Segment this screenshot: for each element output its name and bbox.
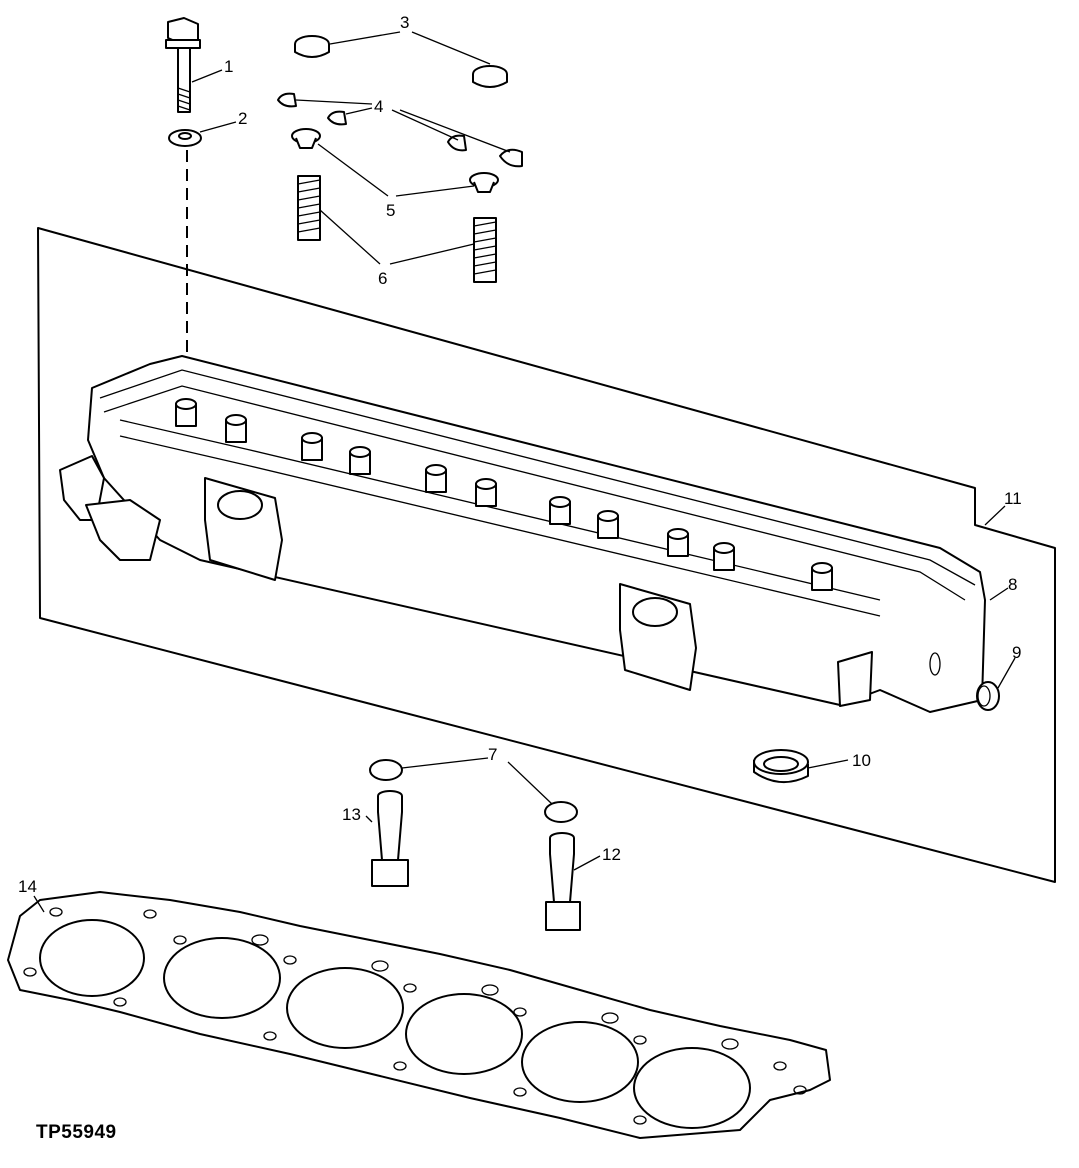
callout-5: 5: [386, 201, 395, 220]
callout-7: 7: [488, 745, 497, 764]
retainer-lock-part: [277, 92, 523, 168]
head-gasket-part: [7, 891, 831, 1139]
callout-14: 14: [18, 877, 37, 896]
callout-8: 8: [1008, 575, 1017, 594]
mounting-plane: [37, 227, 1056, 883]
callout-2: 2: [238, 109, 247, 128]
washer-part: [168, 129, 202, 147]
valve-spring-part: [297, 175, 497, 283]
cylinder-head-part: [59, 355, 986, 713]
callout-1: 1: [224, 57, 233, 76]
callout-labels: 1 2 3 4 5 6 7 8 9 10 11 12 13 14: [18, 13, 1022, 896]
seal-part: [753, 749, 809, 783]
callout-9: 9: [1012, 643, 1021, 662]
sleeve-part: [371, 790, 581, 931]
valve-cap-part: [294, 35, 508, 88]
o-ring-part: [369, 759, 578, 823]
gasket-bolt-holes: [23, 907, 807, 1125]
cap-screw-part: [165, 17, 201, 113]
callout-11: 11: [1004, 489, 1022, 508]
callout-4: 4: [374, 97, 383, 116]
callout-6: 6: [378, 269, 387, 288]
figure-id: TP55949: [36, 1122, 117, 1143]
callout-3: 3: [400, 13, 409, 32]
callout-13: 13: [342, 805, 361, 824]
callout-10: 10: [852, 751, 871, 770]
callout-12: 12: [602, 845, 621, 864]
expansion-plug-part: [976, 681, 1000, 711]
leader-lines: [33, 31, 1016, 913]
spring-retainer-part: [291, 128, 499, 193]
injector-boss-row: [175, 398, 833, 591]
